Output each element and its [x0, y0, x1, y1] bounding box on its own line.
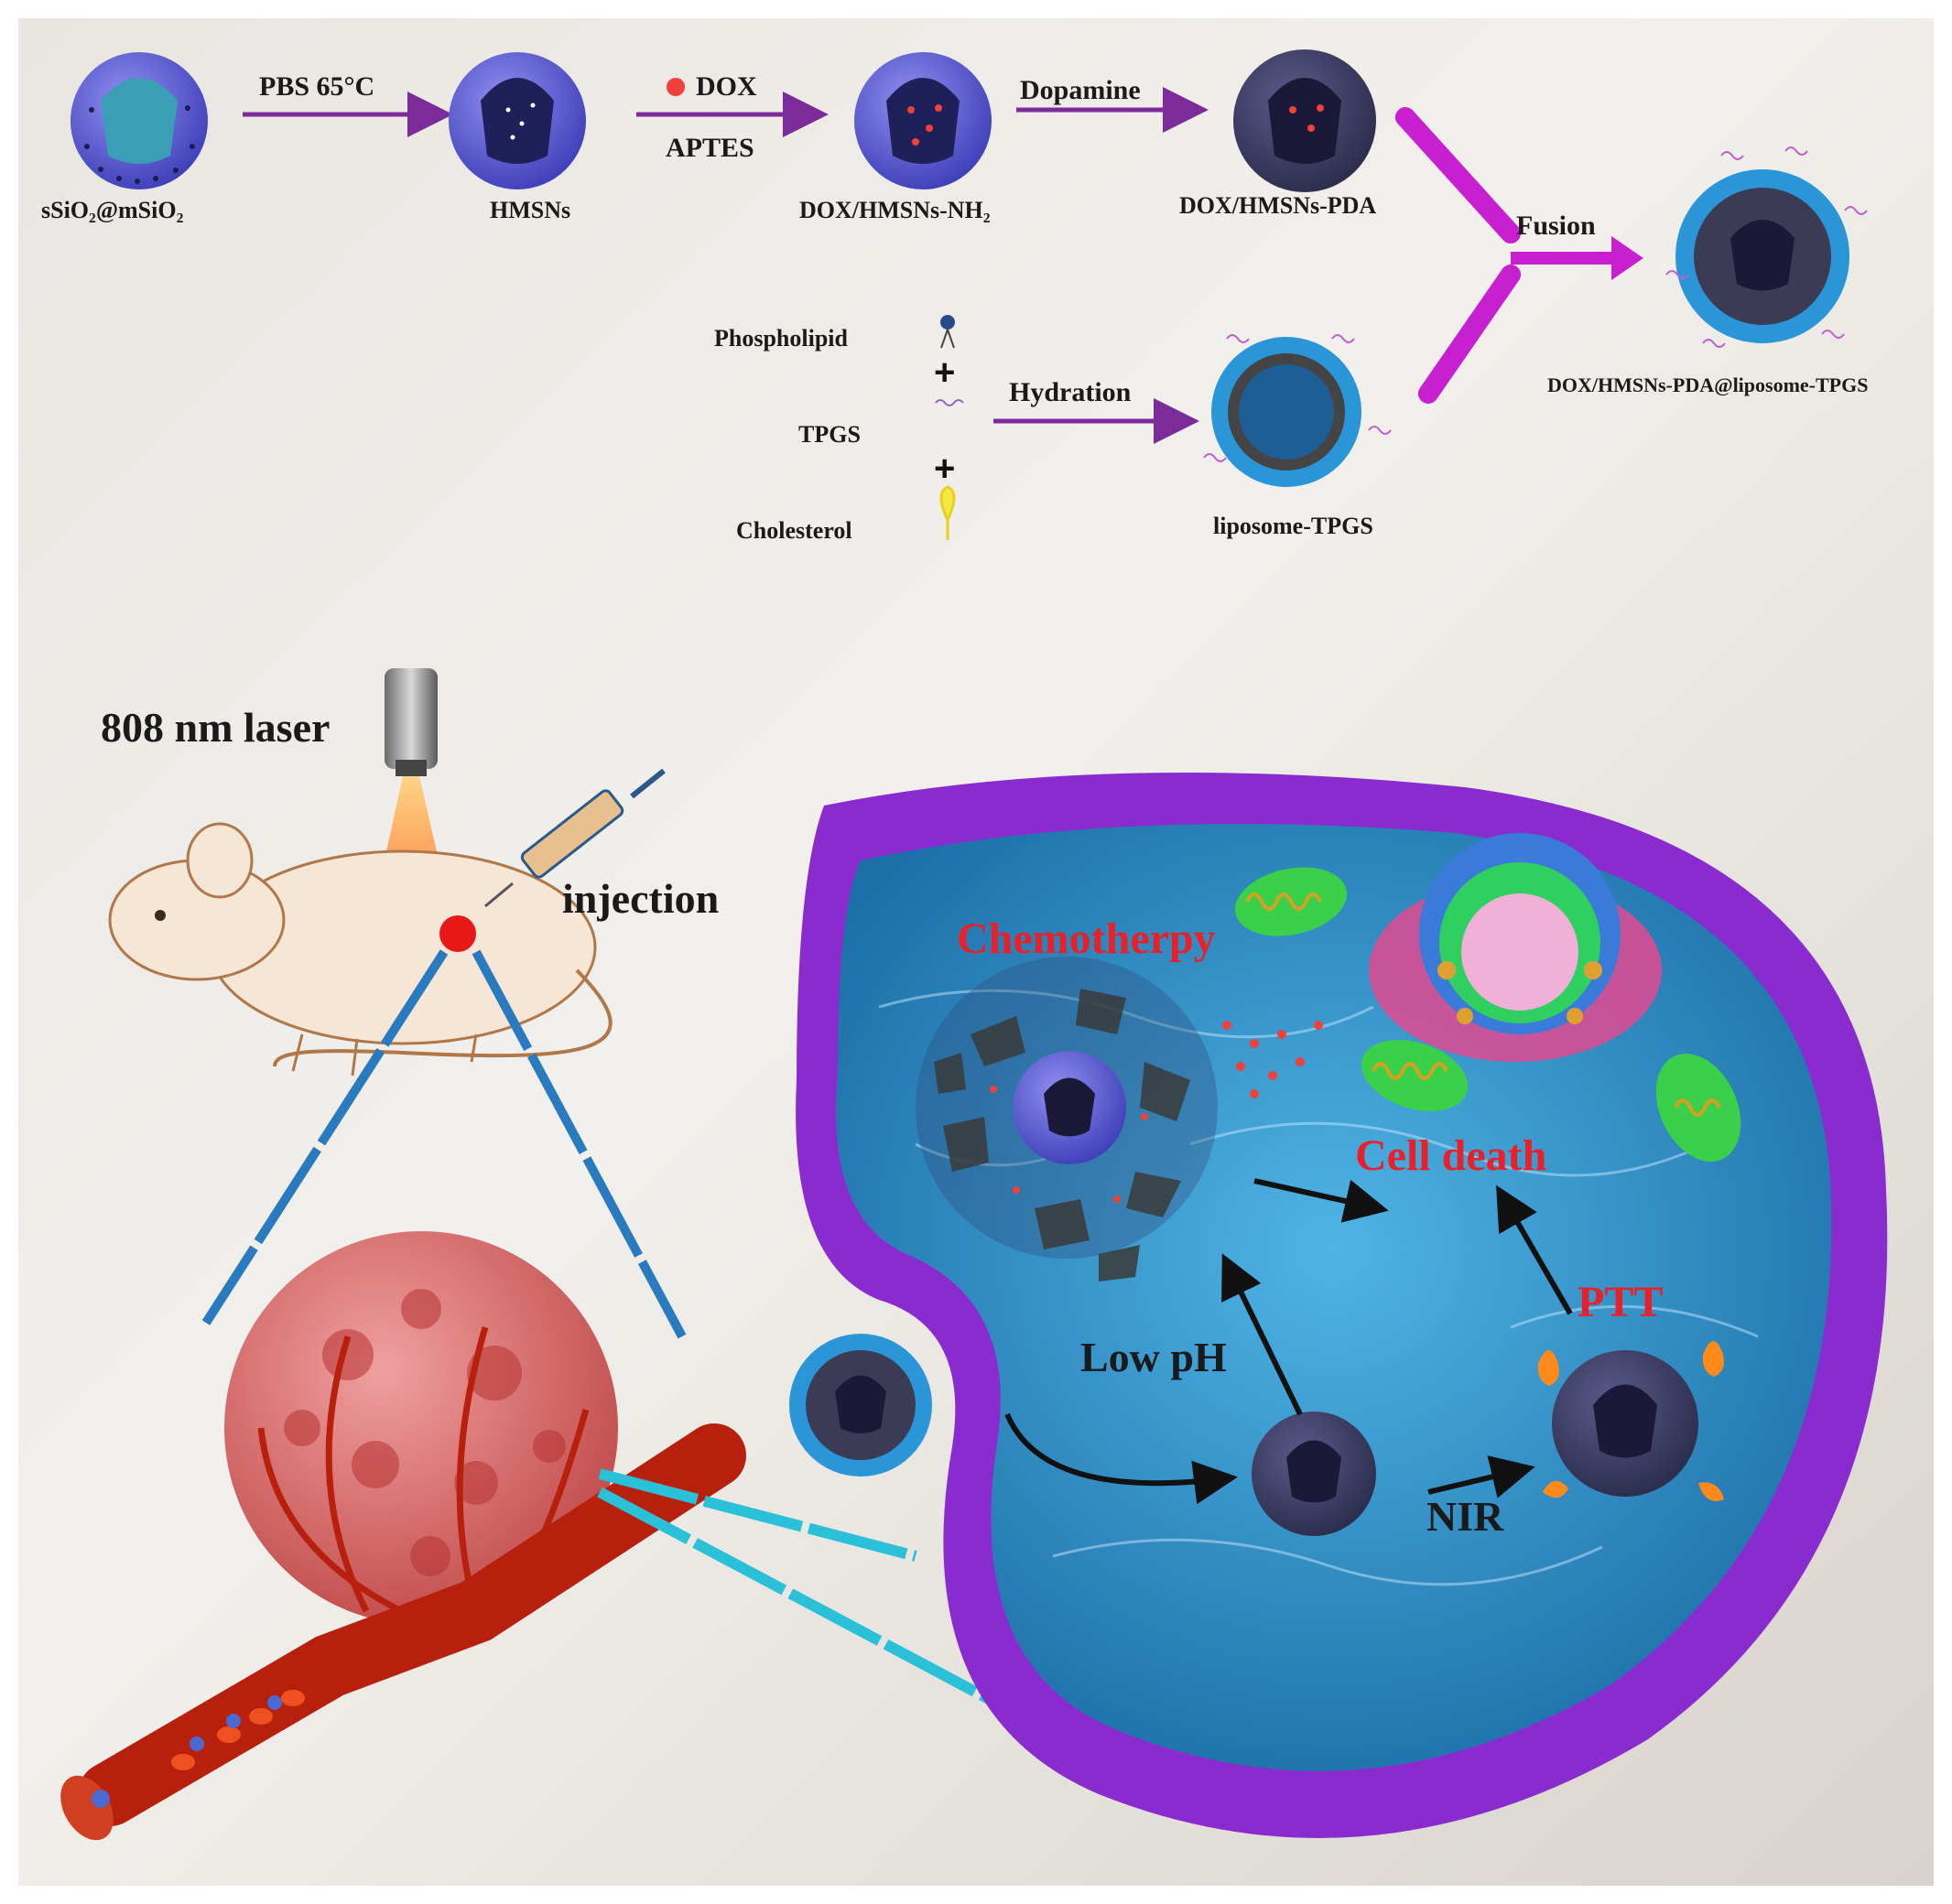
particle-dox-hmsn-pda: [1233, 49, 1376, 192]
laser-device-icon: [385, 668, 438, 776]
tumor-illustration: [224, 1231, 618, 1625]
cell-death-label: Cell death: [1355, 1131, 1547, 1180]
nir-label: NIR: [1426, 1493, 1504, 1540]
laser-label: 808 nm laser: [101, 704, 331, 751]
hydration-label: Hydration: [1009, 377, 1132, 407]
injection-label: injection: [562, 875, 720, 922]
blood-vessel: [60, 1423, 746, 1841]
step2-label: DOX: [696, 71, 757, 102]
cholesterol-label: Cholesterol: [736, 517, 852, 544]
particle-core-shell: [70, 52, 208, 189]
fusion-label: Fusion: [1516, 211, 1596, 241]
step2-sub-label: APTES: [666, 133, 754, 163]
tpgs-icon: [935, 399, 964, 406]
zoom-line-cell-bottom: [597, 1487, 1033, 1726]
pathway-arrows: [1004, 1178, 1573, 1505]
particle-final: [1665, 146, 1868, 348]
fusion-arrow-top: [1395, 107, 1521, 243]
step3-label: Dopamine: [1020, 75, 1141, 105]
plus-sign-1: +: [934, 352, 956, 393]
hmsn-label: HMSNs: [490, 197, 571, 223]
dox-hmsn-pda-label: DOX/HMSNs-PDA: [1179, 192, 1377, 219]
step1-label: PBS 65°C: [259, 71, 375, 102]
mitochondria: [1234, 867, 1741, 1162]
tumor-site-dot: [439, 915, 476, 952]
phospholipid-label: Phospholipid: [714, 325, 848, 352]
zoom-line-right: [472, 949, 687, 1339]
particle-liposome: [1203, 334, 1392, 487]
zoom-line-left: [201, 949, 449, 1325]
tpgs-label: TPGS: [798, 421, 861, 448]
core-shell-label: sSiO₂@mSiO₂: [41, 197, 184, 223]
dox-hmsn-nh2-label: DOX/HMSNs-NH₂: [799, 197, 991, 223]
ptt-nanoparticle: [1537, 1341, 1724, 1501]
final-particle-label: DOX/HMSNs-PDA@liposome-TPGS: [1547, 373, 1869, 396]
nucleus: [1369, 833, 1662, 1062]
particle-hmsn: [449, 52, 586, 189]
phospholipid-icon: [940, 315, 955, 349]
dox-dot-icon: [667, 78, 685, 96]
ptt-label: PTT: [1578, 1278, 1664, 1326]
chemotherapy-label: Chemotherpy: [957, 914, 1216, 963]
plus-sign-2: +: [934, 449, 956, 489]
low-ph-label: Low pH: [1080, 1334, 1227, 1380]
degraded-particle: [916, 957, 1323, 1282]
cholesterol-icon: [939, 485, 956, 540]
liposome-label: liposome-TPGS: [1213, 513, 1373, 539]
fusion-arrow-bottom: [1418, 265, 1521, 404]
particle-dox-hmsn-nh2: [854, 52, 992, 189]
incoming-nanoparticle: [789, 1334, 932, 1477]
zoom-line-cell-top: [598, 1468, 917, 1562]
pda-nanoparticle: [1252, 1412, 1376, 1536]
fusion-arrow-main: [1511, 236, 1643, 280]
syringe-icon: [484, 768, 666, 908]
